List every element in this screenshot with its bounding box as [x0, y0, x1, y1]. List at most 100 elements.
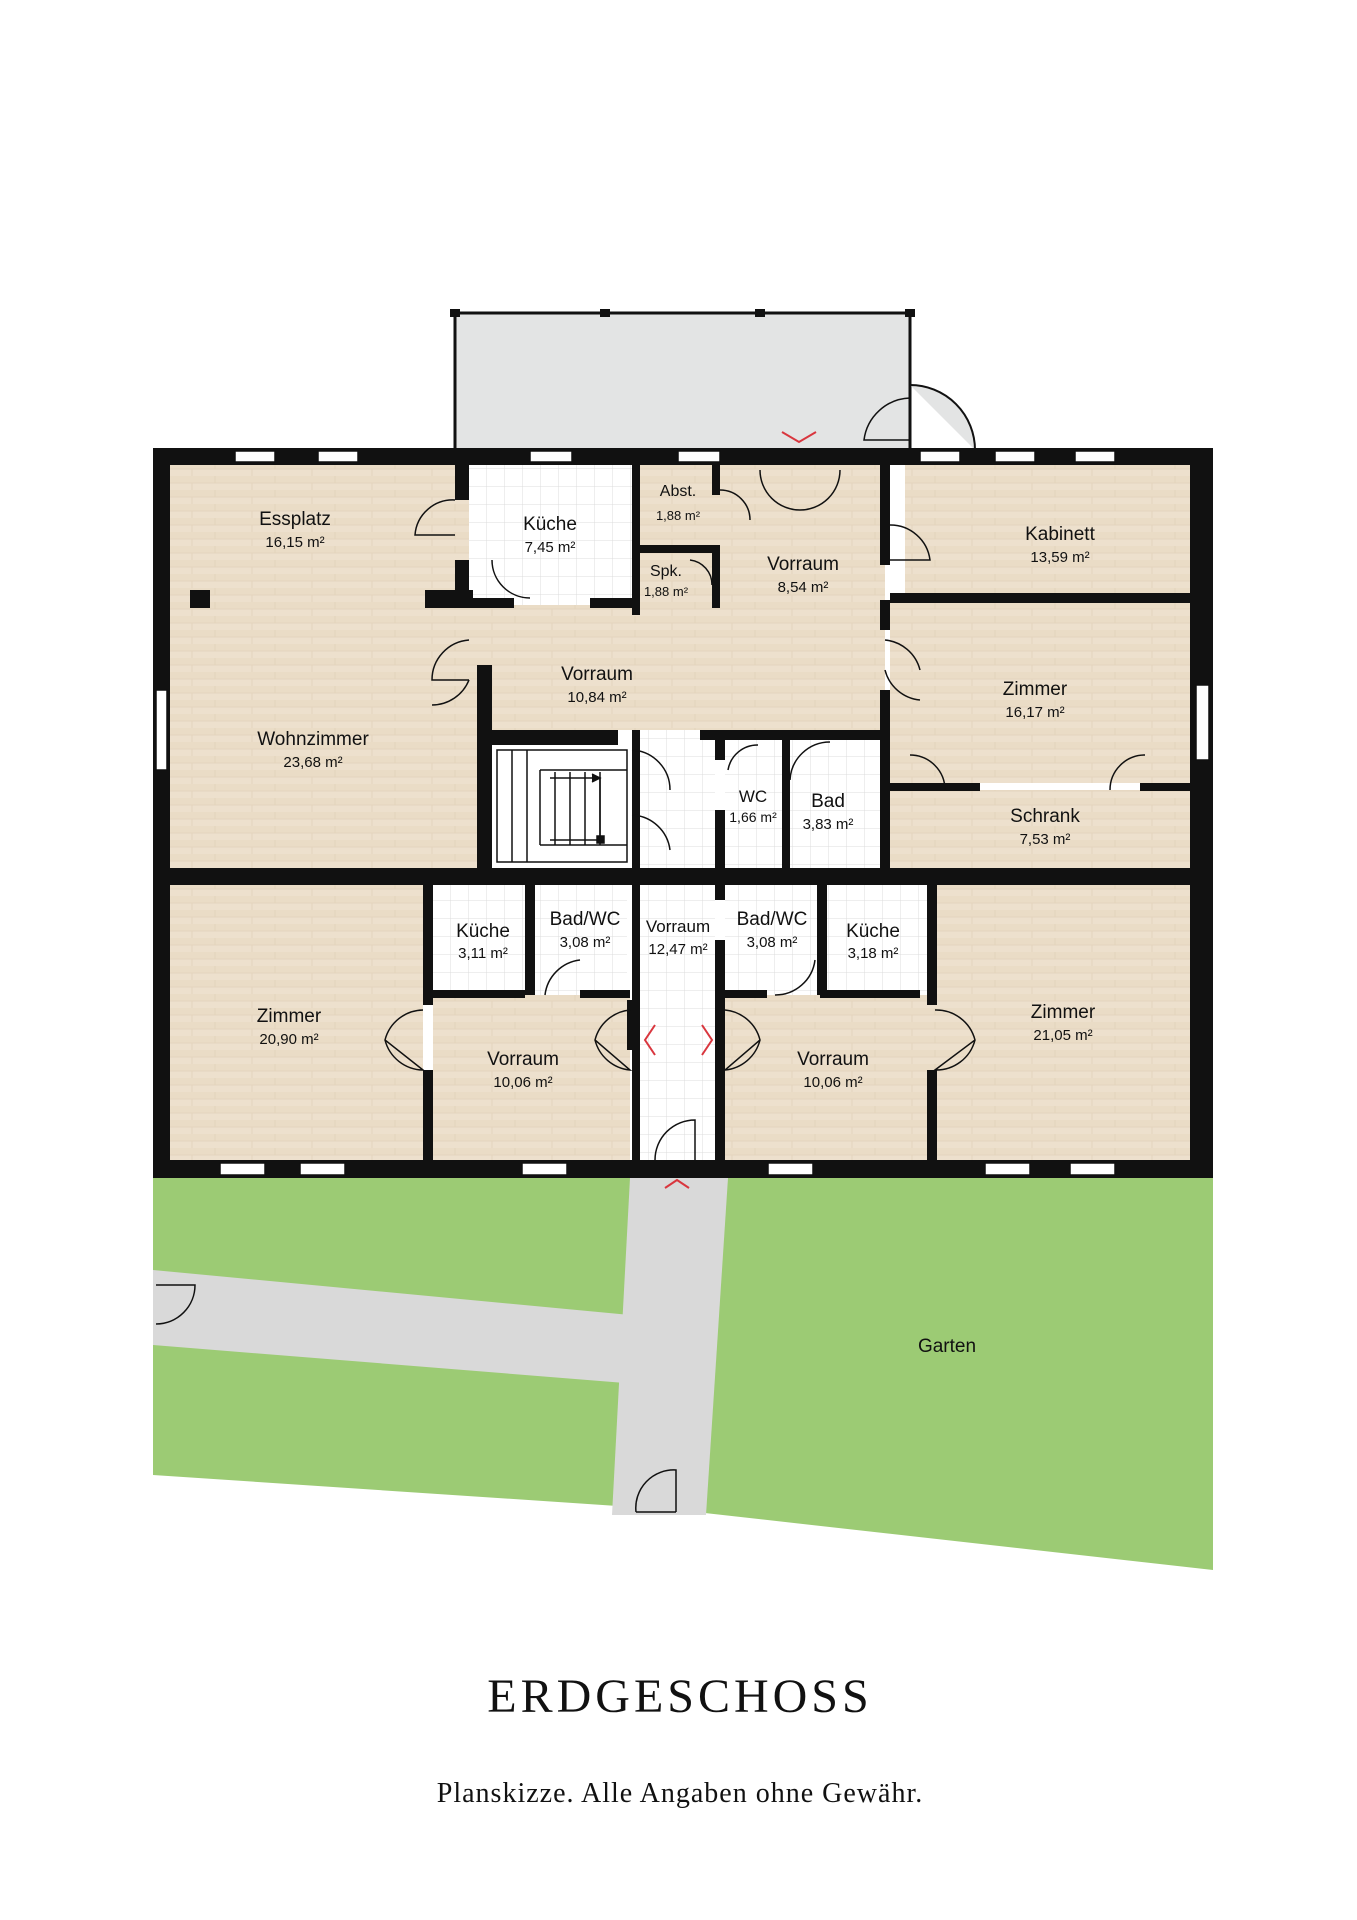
room-area: 1,88 m² — [644, 584, 689, 599]
floor-schrank — [890, 790, 1190, 868]
window-e1 — [1195, 684, 1210, 761]
door-stairs-1 — [631, 749, 671, 791]
door-zimmer-left — [384, 1009, 426, 1071]
room-name: Vorraum — [487, 1049, 559, 1070]
floor-zimmer-right-top — [890, 603, 1190, 783]
wall-east — [1190, 448, 1213, 1178]
room-area: 7,45 m² — [525, 539, 576, 556]
room-area: 16,15 m² — [265, 534, 324, 551]
door-entry-top — [759, 469, 841, 511]
room-name: Zimmer — [1031, 1002, 1096, 1023]
room-area: 23,68 m² — [283, 754, 342, 771]
door-zimmer-schrank-2 — [1109, 754, 1146, 791]
door-zimmer-right — [932, 1009, 976, 1071]
door-vorraum-left-corridor — [594, 1009, 633, 1071]
room-name: Vorraum — [561, 664, 633, 685]
terrace-curved-balcony — [909, 384, 976, 451]
floor-vorraum-right — [725, 995, 935, 1160]
window-s4 — [767, 1162, 814, 1176]
garden-path-side — [153, 1270, 630, 1383]
room-area: 16,17 m² — [1005, 704, 1064, 721]
doors — [384, 469, 1146, 1161]
door-spk — [689, 559, 713, 586]
window-s2 — [299, 1162, 346, 1176]
garden-label: Garten — [918, 1336, 976, 1357]
room-area: 20,90 m² — [259, 1031, 318, 1048]
room-area: 3,11 m² — [458, 945, 508, 962]
door-arrow-left — [643, 1024, 656, 1056]
room-area: 10,84 m² — [567, 689, 626, 706]
window-n4 — [677, 450, 721, 463]
room-name: Küche — [523, 514, 577, 535]
window-kabinett-terrace — [919, 450, 961, 463]
room-area: 10,06 m² — [493, 1074, 552, 1091]
terrace-door — [863, 397, 911, 441]
terrace-post-3 — [755, 309, 765, 317]
floor-vorraum-top — [720, 465, 885, 605]
room-name: Essplatz — [259, 509, 331, 530]
floor-badwc-left — [535, 885, 627, 995]
terrace-post-4 — [905, 309, 915, 317]
room-name: Schrank — [1010, 806, 1080, 827]
window-n3 — [529, 450, 573, 463]
floor-fills — [170, 465, 1190, 1160]
room-name: Spk. — [650, 563, 682, 580]
door-vorraum-east-upper — [884, 639, 921, 671]
room-name: Bad/WC — [737, 909, 808, 930]
door-entry-front — [654, 1119, 696, 1161]
room-area: 8,54 m² — [778, 579, 829, 596]
room-area: 10,06 m² — [803, 1074, 862, 1091]
room-area: 12,47 m² — [648, 941, 707, 958]
door-badwc-right — [774, 959, 816, 996]
room-area: 1,66 m² — [729, 809, 777, 825]
floor-caption: Planskizze. Alle Angaben ohne Gewähr. — [437, 1778, 923, 1809]
terrace-railing — [453, 311, 912, 448]
wall-south — [153, 1160, 1213, 1178]
entry-arrow-top — [781, 431, 817, 444]
window-s6 — [1069, 1162, 1116, 1176]
room-area: 21,05 m² — [1033, 1027, 1092, 1044]
door-zimmer-schrank-1 — [909, 754, 946, 791]
room-labels: Essplatz 16,15 m² Küche 7,45 m² Abst. 1,… — [257, 483, 1096, 1091]
garden-gate-front — [635, 1469, 677, 1513]
garden-gate-side — [155, 1284, 196, 1325]
floor-title: ERDGESCHOSS — [487, 1670, 872, 1723]
window-n1 — [234, 450, 276, 463]
room-name: Küche — [846, 921, 900, 942]
floor-vorraum-mid — [469, 605, 885, 730]
windows — [155, 450, 1210, 1176]
room-area: 13,59 m² — [1030, 549, 1089, 566]
door-vorraum-west-lower — [431, 679, 470, 706]
room-name: Vorraum — [797, 1049, 869, 1070]
room-name: Abst. — [660, 483, 696, 500]
door-badwc-left — [544, 959, 581, 996]
window-n6 — [1074, 450, 1116, 463]
room-area: 3,08 m² — [560, 934, 611, 951]
door-kabinett — [889, 524, 931, 561]
room-name: WC — [739, 787, 767, 806]
room-name: Vorraum — [767, 554, 839, 575]
room-area: 3,18 m² — [848, 945, 899, 962]
window-s5 — [984, 1162, 1031, 1176]
room-name: Küche — [456, 921, 510, 942]
room-area: 7,53 m² — [1020, 831, 1071, 848]
floor-zimmer-right — [935, 885, 1190, 1160]
door-vorraum-east-lower — [884, 669, 921, 701]
room-name: Bad — [811, 791, 845, 812]
room-name: Wohnzimmer — [257, 729, 369, 750]
room-area: 3,08 m² — [747, 934, 798, 951]
floor-kueche-left — [433, 885, 525, 995]
room-name: Zimmer — [1003, 679, 1068, 700]
window-n5 — [994, 450, 1036, 463]
wall-west — [153, 448, 170, 1178]
room-name: Vorraum — [646, 917, 710, 936]
room-area: 1,88 m² — [656, 508, 701, 523]
door-essplatz-kueche — [414, 499, 456, 536]
door-kueche-vorraum — [491, 559, 531, 599]
window-n2 — [317, 450, 359, 463]
floor-kabinett — [905, 465, 1190, 593]
floor-stairs — [492, 745, 632, 868]
terrace — [455, 313, 910, 448]
floor-essplatz-wohnzimmer — [170, 465, 477, 868]
